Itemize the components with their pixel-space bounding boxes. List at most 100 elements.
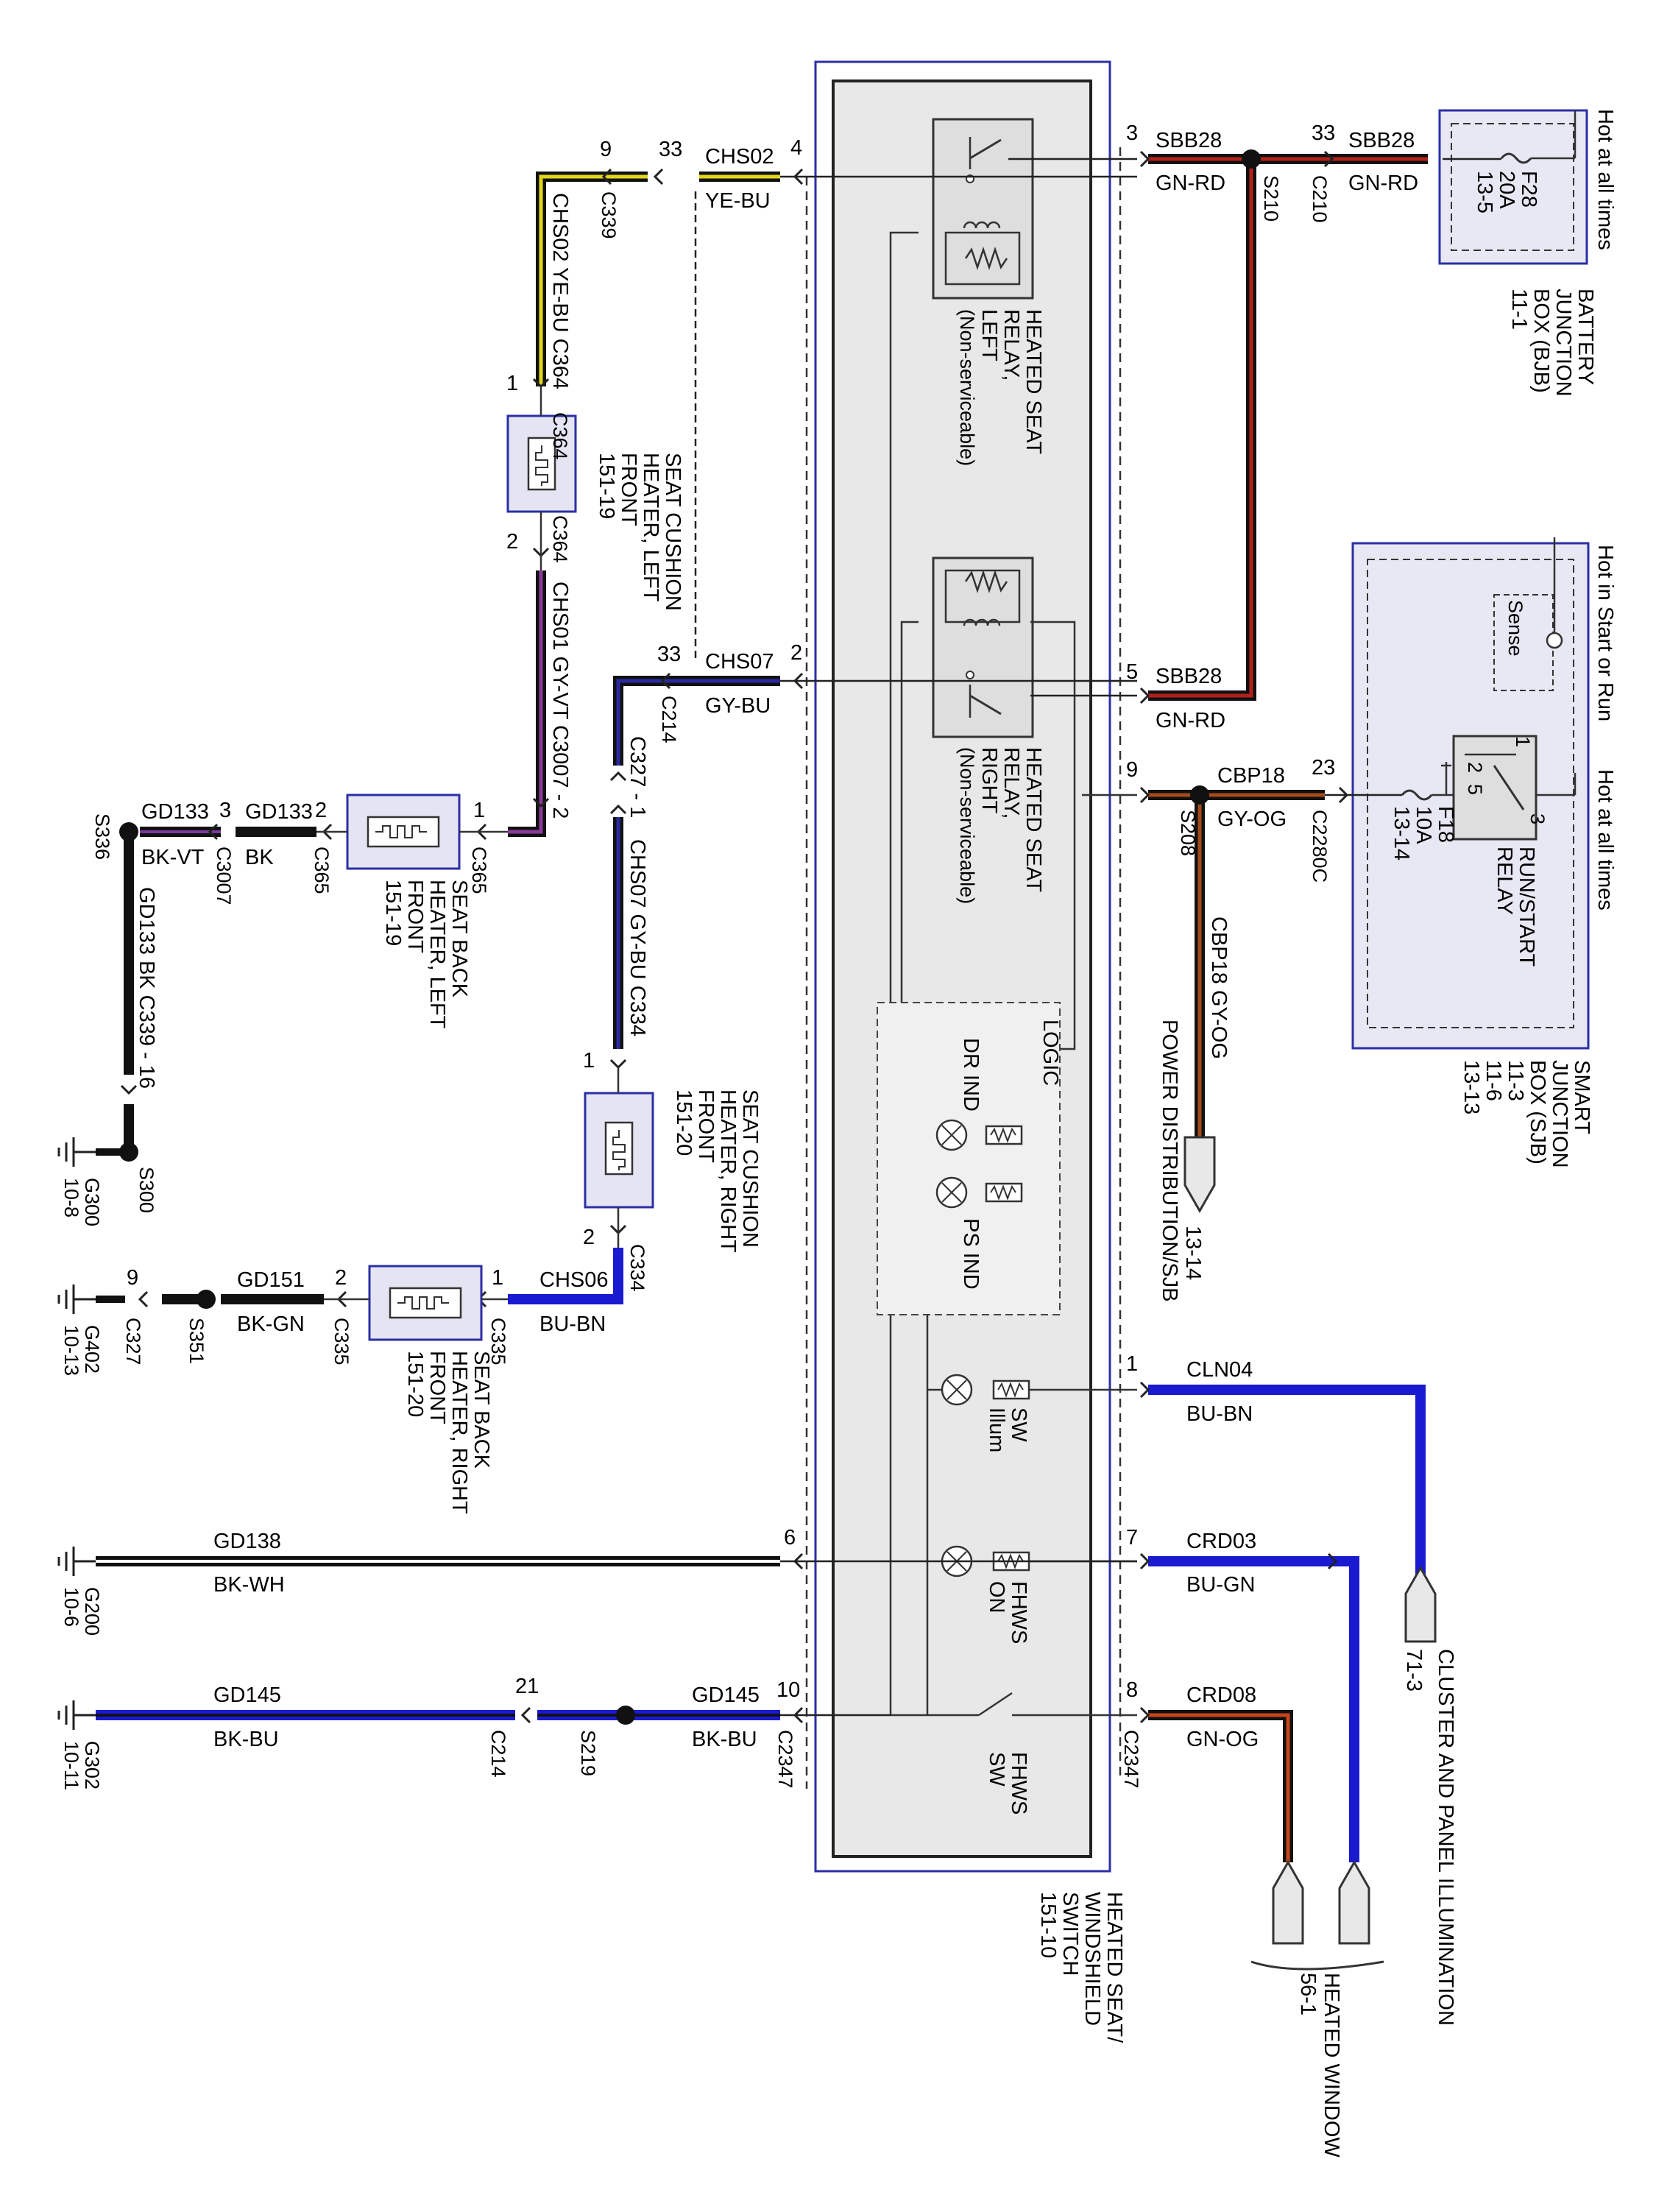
svg-text:SW: SW bbox=[985, 1752, 1008, 1787]
svg-text:SWITCH: SWITCH bbox=[1058, 1892, 1082, 1976]
pin-4: 4 bbox=[790, 136, 802, 160]
svg-text:HEATED SEAT: HEATED SEAT bbox=[1022, 747, 1045, 892]
label-ps-ind: PS IND bbox=[959, 1218, 983, 1290]
wire-label-bk-bu-2: BK-BU bbox=[692, 1728, 757, 1751]
wire-label-gn-rd-2: GN-RD bbox=[1348, 172, 1418, 195]
label-sense: Sense bbox=[1504, 600, 1526, 657]
wire-label-gd138: GD138 bbox=[213, 1530, 281, 1553]
label-power-ref: 13-14 bbox=[1181, 1226, 1205, 1280]
wire-label-chs01-vertical: CHS01 GY-VT C3007 - 2 bbox=[548, 582, 572, 819]
svg-text:151-10: 151-10 bbox=[1036, 1892, 1060, 1958]
pin-9-c327: 9 bbox=[127, 1266, 138, 1290]
label-relay-right: HEATED SEAT RELAY, RIGHT (Non-serviceabl… bbox=[956, 747, 1045, 904]
pin-2-cushion-right: 2 bbox=[583, 1226, 595, 1249]
destination-tags bbox=[1183, 1136, 1437, 1945]
pin-1: 1 bbox=[1126, 1352, 1138, 1376]
connector-c327: C327 bbox=[122, 1318, 144, 1365]
pin-1-cushion-right: 1 bbox=[583, 1049, 595, 1073]
wire-label-sbb28-2: SBB28 bbox=[1348, 129, 1415, 152]
wire-label-crd08: CRD08 bbox=[1186, 1683, 1256, 1707]
splice-s300: S300 bbox=[135, 1167, 158, 1213]
svg-text:10A: 10A bbox=[1412, 806, 1435, 844]
svg-text:11-3: 11-3 bbox=[1504, 1060, 1527, 1101]
pin-2-cushion-left: 2 bbox=[506, 530, 518, 554]
label-seat-back-left: SEAT BACK HEATER, LEFT FRONT 151-19 bbox=[381, 880, 471, 1029]
svg-text:SEAT BACK: SEAT BACK bbox=[470, 1351, 493, 1469]
label-heated-window-ref: 56-1 bbox=[1296, 1973, 1320, 2015]
svg-text:RELAY: RELAY bbox=[1493, 847, 1516, 915]
svg-text:HEATED SEAT: HEATED SEAT bbox=[1022, 309, 1045, 454]
label-sw-illum: SW Illum bbox=[985, 1407, 1030, 1452]
connector-c335-right: C335 bbox=[487, 1318, 509, 1365]
sjb-inner bbox=[1367, 559, 1574, 1028]
fuse-f18 bbox=[1401, 789, 1433, 801]
wire-label-bk: BK bbox=[245, 846, 274, 869]
relay-pin-2: 2 bbox=[1464, 762, 1486, 773]
ground-g302-ref: 10-11 bbox=[60, 1741, 82, 1790]
svg-text:151-19: 151-19 bbox=[595, 453, 618, 519]
relay-pin-5: 5 bbox=[1464, 784, 1486, 795]
ground-g200-ref: 10-6 bbox=[60, 1587, 82, 1627]
svg-text:HEATER, LEFT: HEATER, LEFT bbox=[639, 453, 662, 602]
wire-label-bk-gn: BK-GN bbox=[237, 1312, 305, 1336]
svg-text:RELAY,: RELAY, bbox=[999, 747, 1023, 819]
connector-c2347-right: C2347 bbox=[1120, 1730, 1142, 1789]
pin-3-c3007: 3 bbox=[219, 799, 231, 822]
connector-c339: C339 bbox=[598, 191, 620, 239]
wire-sbb28 bbox=[1148, 154, 1428, 701]
svg-text:SEAT CUSHION: SEAT CUSHION bbox=[661, 453, 684, 611]
splice-dots bbox=[119, 149, 1261, 1725]
connector-c364-bottom: C364 bbox=[549, 515, 571, 563]
label-sjb-hot-run: Hot in Start or Run bbox=[1593, 545, 1617, 721]
wire-label-gy-bu: GY-BU bbox=[705, 694, 771, 718]
svg-text:SW: SW bbox=[1007, 1407, 1030, 1442]
pin-2-back-right: 2 bbox=[335, 1266, 347, 1290]
svg-text:Illum: Illum bbox=[985, 1407, 1008, 1452]
ground-symbols bbox=[57, 1137, 96, 1730]
svg-text:FHWS: FHWS bbox=[1007, 1581, 1030, 1644]
wire-chs02 bbox=[536, 172, 780, 386]
label-power-distribution: POWER DISTRIBUTION/SJB bbox=[1158, 1020, 1181, 1301]
svg-text:20A: 20A bbox=[1495, 171, 1518, 209]
wire-label-gd133-2: GD133 bbox=[245, 800, 313, 824]
connector-c334-bottom: C334 bbox=[626, 1244, 648, 1292]
svg-text:RELAY,: RELAY, bbox=[999, 309, 1023, 381]
heated-window-bracket bbox=[1250, 1960, 1384, 1971]
pin-1-cushion-left: 1 bbox=[506, 372, 518, 395]
pin-33-mid: 33 bbox=[657, 643, 681, 666]
connector-marks bbox=[120, 150, 1349, 1724]
label-heated-window: HEATED WINDOW bbox=[1320, 1973, 1343, 2158]
wire-label-gy-og: GY-OG bbox=[1217, 808, 1287, 831]
wire-cln04 bbox=[1148, 1385, 1426, 1590]
splice-s210: S210 bbox=[1260, 175, 1282, 222]
wire-label-gd133-vertical: GD133 BK C339 - 16 bbox=[135, 887, 158, 1089]
seat-cushion-heater-right bbox=[584, 1067, 654, 1248]
heated-seat-relay-left bbox=[932, 118, 1034, 300]
ground-g200: G200 bbox=[81, 1587, 103, 1636]
wire-label-gn-rd-3: GN-RD bbox=[1156, 709, 1225, 732]
pin-7: 7 bbox=[1126, 1526, 1138, 1550]
wire-label-gd145-1: GD145 bbox=[213, 1683, 281, 1707]
svg-text:SEAT CUSHION: SEAT CUSHION bbox=[738, 1089, 762, 1248]
run-start-relay bbox=[1452, 735, 1538, 841]
wire-gd133 bbox=[96, 827, 316, 1156]
label-bjb-name: BATTERY JUNCTION BOX (BJB) 11-1 bbox=[1507, 289, 1597, 397]
connector-c365-left: C365 bbox=[311, 847, 333, 894]
svg-text:SEAT BACK: SEAT BACK bbox=[447, 880, 471, 998]
ground-g302: G302 bbox=[81, 1741, 103, 1789]
label-module-name: HEATED SEAT/ WINDSHIELD SWITCH 151-10 bbox=[1036, 1892, 1126, 2043]
pin-3: 3 bbox=[1126, 121, 1138, 145]
connector-c210: C210 bbox=[1309, 175, 1331, 223]
svg-text:151-20: 151-20 bbox=[403, 1351, 427, 1417]
pin-9-c339: 9 bbox=[600, 138, 612, 161]
pin-1-back-left: 1 bbox=[473, 799, 485, 822]
svg-text:HEATER, RIGHT: HEATER, RIGHT bbox=[447, 1351, 471, 1514]
wire-crd08 bbox=[1148, 1710, 1293, 1862]
svg-text:BOX (SJB): BOX (SJB) bbox=[1526, 1060, 1549, 1165]
pin-9: 9 bbox=[1126, 758, 1138, 782]
svg-text:WINDSHIELD: WINDSHIELD bbox=[1080, 1892, 1104, 2026]
svg-text:13-14: 13-14 bbox=[1390, 806, 1413, 861]
label-fhws-sw: FHWS SW bbox=[985, 1752, 1030, 1815]
connector-c2347-left: C2347 bbox=[774, 1730, 796, 1789]
